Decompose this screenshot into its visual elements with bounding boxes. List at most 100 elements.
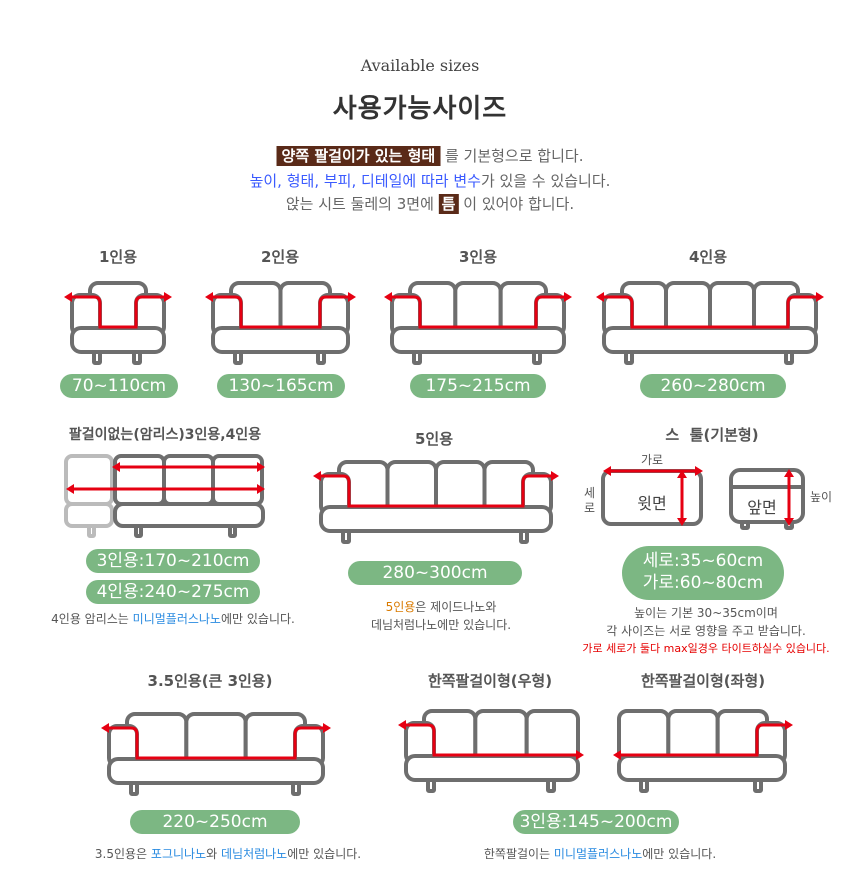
sofa-one-arm-left	[613, 709, 793, 793]
leg	[532, 350, 542, 365]
sofa-1-seat	[64, 281, 172, 365]
leg	[519, 529, 529, 544]
note-product: 포그니나노	[150, 847, 207, 861]
note-text: 4인용 암리스는	[51, 612, 133, 626]
size-3-seat: 175~215cm	[410, 374, 546, 398]
seat-measure-line	[209, 295, 352, 329]
subtitle: Available sizes	[360, 56, 480, 75]
size-1-seat: 70~110cm	[60, 374, 178, 398]
arrow-head-icon	[398, 720, 406, 730]
leg	[624, 350, 634, 365]
seat-base	[602, 326, 818, 354]
arrow-head-icon	[551, 471, 559, 481]
note-text: 데님처럼나노에만 있습니다.	[370, 618, 512, 632]
front-face-label: 앞면	[747, 498, 777, 517]
size-3-5-seat: 220~250cm	[130, 810, 300, 834]
stool-width: 가로:60~80cm	[642, 573, 764, 593]
leg	[132, 350, 142, 365]
title-3-5-seat: 3.5인용(큰 3인용)	[147, 672, 273, 690]
arrow-head-icon	[257, 484, 265, 494]
arrow-head-icon	[164, 292, 172, 302]
arrow-head-icon	[564, 292, 572, 302]
leg	[291, 781, 301, 796]
seat-base	[319, 505, 553, 533]
back-cushion	[162, 454, 215, 506]
intro-text: 앉는 시트 둘레의 3면에	[285, 195, 434, 213]
seat-base	[70, 326, 166, 354]
arrow-head-icon	[112, 462, 120, 472]
arrow-head-icon	[785, 720, 793, 730]
title-3-seat: 3인용	[458, 248, 498, 266]
note-text: 에만 있습니다.	[287, 847, 362, 861]
note-text: 각 사이즈는 서로 영향을 주고 받습니다.	[606, 624, 806, 638]
arrow-head-icon	[603, 466, 611, 476]
leg	[228, 524, 237, 538]
size-5-seat: 280~300cm	[348, 561, 522, 585]
leg	[92, 350, 102, 365]
title-2-seat: 2인용	[260, 248, 300, 266]
seat-base	[107, 757, 325, 785]
seat-measure-line	[105, 726, 327, 760]
arrow-head-icon	[348, 292, 356, 302]
intro-line-1: 양쪽 팔걸이가 있는 형태 를 기본형으로 합니다.	[276, 145, 584, 166]
arrow-head-icon	[784, 518, 794, 526]
size-one-arm: 3인용:145~200cm	[513, 810, 679, 834]
sofa-5-seat	[313, 460, 559, 544]
page-title: 사용가능사이즈	[332, 94, 508, 124]
title-stool: 스 툴(기본형)	[665, 426, 759, 444]
title-one-arm-right: 한쪽팔걸이형(우형)	[427, 672, 553, 690]
size-4-seat: 260~280cm	[640, 374, 786, 398]
highlight-label: 양쪽 팔걸이가 있는 형태	[276, 146, 441, 166]
note-product: 미니멀플러스나노	[553, 847, 643, 861]
extra-seat-base	[64, 502, 114, 528]
note-text: 높이는 기본 30~35cm이며	[634, 606, 778, 620]
intro-line-2: 높이, 형태, 부피, 디테일에 따라 변수가 있을 수 있습니다.	[250, 170, 611, 191]
size-armless-4: 4인용:240~275cm	[86, 580, 260, 604]
seat-base	[404, 754, 580, 782]
note-armless: 4인용 암리스는 미니멀플러스나노에만 있습니다.	[51, 610, 295, 628]
arrow-head-icon	[101, 723, 109, 733]
leg	[341, 529, 351, 544]
leg	[784, 350, 794, 365]
seat-measure-line	[68, 295, 168, 329]
arrow-head-icon	[66, 484, 74, 494]
sofa-one-arm-right	[398, 709, 584, 793]
title-armless: 팔걸이없는(암리스)3인용,4인용	[68, 427, 262, 443]
sofa-3-seat	[384, 281, 572, 365]
stool-depth: 세로:35~60cm	[642, 551, 764, 571]
arrow-head-icon	[816, 292, 824, 302]
arrow-head-icon	[613, 750, 621, 760]
arrow-head-icon	[64, 292, 72, 302]
title-5-seat: 5인용	[414, 430, 454, 448]
intro-text: 가 있을 수 있습니다.	[480, 172, 611, 190]
seat-measure-line	[317, 474, 555, 508]
arrow-head-icon	[677, 470, 687, 478]
label-height: 높이	[810, 490, 833, 504]
sofa-4-seat	[596, 281, 824, 365]
note-product: 미니멀플러스나노	[132, 612, 221, 626]
top-face-label: 윗면	[637, 494, 667, 513]
leg	[134, 524, 143, 538]
note-text: 은 제이드나노와	[415, 600, 497, 614]
arrow-head-icon	[576, 750, 584, 760]
sofa-2-seat	[205, 281, 356, 365]
seat-base	[211, 326, 350, 354]
title-one-arm-left: 한쪽팔걸이형(좌형)	[640, 672, 766, 690]
seat-base	[617, 754, 787, 782]
note-warning: 가로 세로가 둘다 max일경우 타이트하실수 있습니다.	[582, 642, 830, 655]
intro-text: 이 있어야 합니다.	[463, 195, 575, 213]
note-text: 3.5인용은	[94, 847, 151, 861]
arrow-head-icon	[205, 292, 213, 302]
back-cushion	[211, 454, 264, 506]
intro-text: 를 기본형으로 합니다.	[444, 147, 584, 165]
leg	[740, 520, 750, 530]
arrow-head-icon	[695, 466, 703, 476]
note-product: 데님처럼나노	[220, 847, 288, 861]
seat-base	[113, 502, 265, 528]
leg	[546, 778, 556, 793]
arrow-head-icon	[384, 292, 392, 302]
